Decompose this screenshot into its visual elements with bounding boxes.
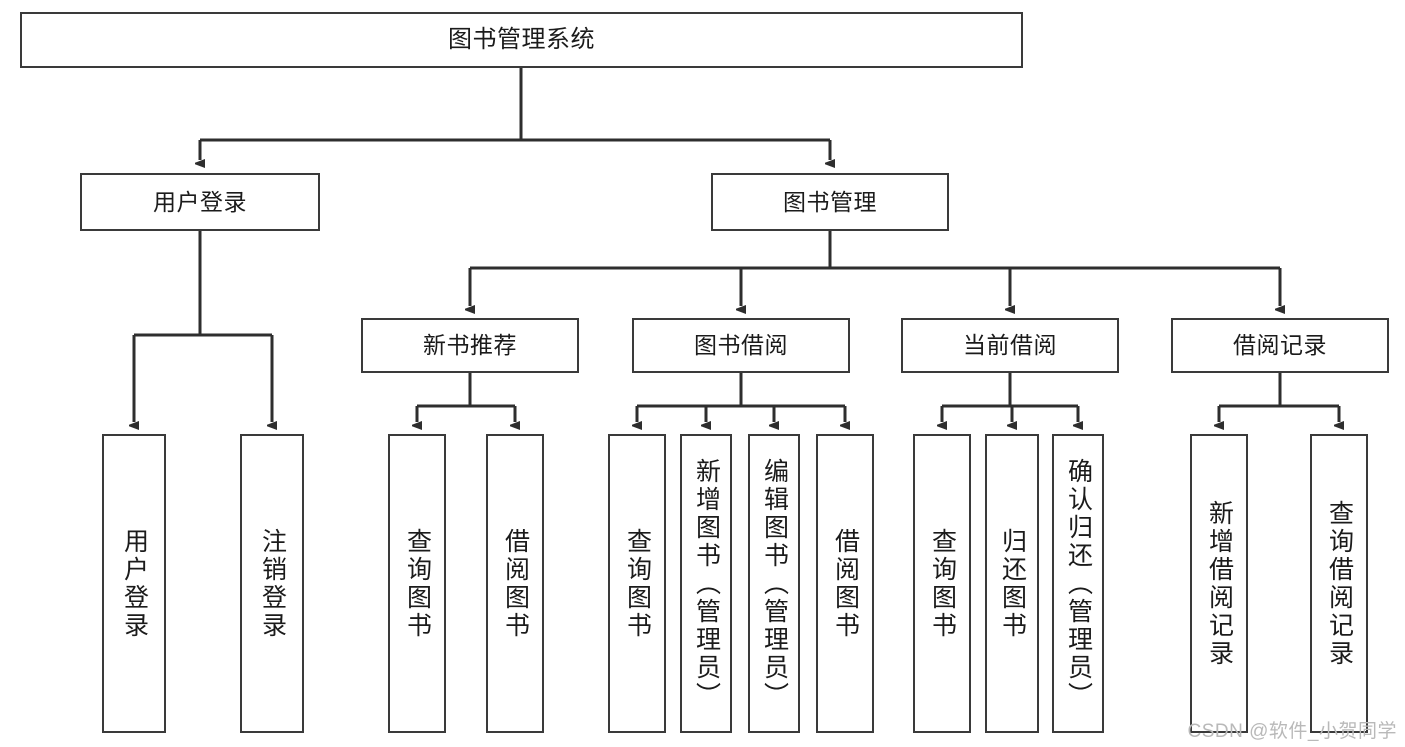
node-leaf-query-book-1[interactable]: 查询图书 (388, 434, 446, 733)
node-leaf-borrow-book-2[interactable]: 借阅图书 (816, 434, 874, 733)
node-leaf-query-borrow-record-label: 查询借阅记录 (1325, 499, 1354, 668)
node-book-manage[interactable]: 图书管理 (711, 173, 949, 231)
node-leaf-query-borrow-record[interactable]: 查询借阅记录 (1310, 434, 1368, 733)
node-leaf-user-logout[interactable]: 注销登录 (240, 434, 304, 733)
node-leaf-user-login[interactable]: 用户登录 (102, 434, 166, 733)
node-leaf-borrow-book-2-label: 借阅图书 (831, 527, 860, 640)
node-leaf-query-book-2[interactable]: 查询图书 (608, 434, 666, 733)
node-leaf-add-book-label: 新增图书（管理员） (692, 457, 721, 710)
node-leaf-return-book-label: 归还图书 (998, 527, 1027, 640)
node-leaf-edit-book-label: 编辑图书（管理员） (760, 457, 789, 710)
node-leaf-confirm-return-label: 确认归还（管理员） (1064, 457, 1093, 710)
watermark: CSDN @软件_小贺同学 (1187, 721, 1397, 742)
node-leaf-query-book-3-label: 查询图书 (928, 527, 957, 640)
node-leaf-query-book-1-label: 查询图书 (403, 527, 432, 640)
node-root[interactable]: 图书管理系统 (20, 12, 1023, 68)
node-book-borrow[interactable]: 图书借阅 (632, 318, 850, 373)
node-leaf-user-login-label: 用户登录 (120, 527, 149, 640)
node-book-borrow-label: 图书借阅 (694, 332, 788, 359)
node-leaf-borrow-book-1[interactable]: 借阅图书 (486, 434, 544, 733)
node-current-borrow-label: 当前借阅 (963, 332, 1057, 359)
node-leaf-edit-book[interactable]: 编辑图书（管理员） (748, 434, 800, 733)
node-leaf-add-borrow-record-label: 新增借阅记录 (1205, 499, 1234, 668)
node-new-book-recommend[interactable]: 新书推荐 (361, 318, 579, 373)
node-new-book-recommend-label: 新书推荐 (423, 332, 517, 359)
node-user-login-label: 用户登录 (153, 188, 247, 215)
node-leaf-query-book-2-label: 查询图书 (623, 527, 652, 640)
node-current-borrow[interactable]: 当前借阅 (901, 318, 1119, 373)
node-leaf-borrow-book-1-label: 借阅图书 (501, 527, 530, 640)
node-leaf-add-book[interactable]: 新增图书（管理员） (680, 434, 732, 733)
node-user-login[interactable]: 用户登录 (80, 173, 320, 231)
node-leaf-confirm-return[interactable]: 确认归还（管理员） (1052, 434, 1104, 733)
node-book-manage-label: 图书管理 (783, 188, 877, 215)
node-leaf-return-book[interactable]: 归还图书 (985, 434, 1039, 733)
node-leaf-user-logout-label: 注销登录 (258, 527, 287, 640)
node-leaf-add-borrow-record[interactable]: 新增借阅记录 (1190, 434, 1248, 733)
node-root-label: 图书管理系统 (448, 26, 595, 54)
node-leaf-query-book-3[interactable]: 查询图书 (913, 434, 971, 733)
node-borrow-record-label: 借阅记录 (1233, 332, 1327, 359)
node-borrow-record[interactable]: 借阅记录 (1171, 318, 1389, 373)
